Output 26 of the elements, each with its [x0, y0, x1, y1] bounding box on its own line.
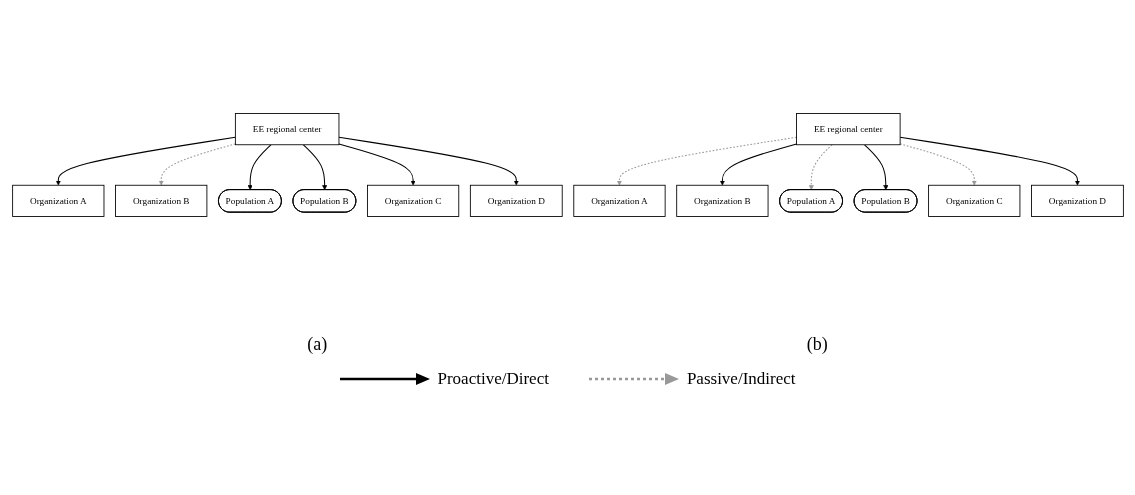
panel-caption: (a) [307, 334, 328, 355]
arrow [863, 144, 888, 191]
node-box: Organization C [366, 184, 459, 217]
node-box: Organization D [1030, 184, 1124, 217]
arrow [302, 144, 327, 191]
arrow [158, 143, 236, 186]
arrow [337, 143, 416, 186]
node-box: Organization D [469, 184, 563, 217]
node-box: EE regional center [795, 113, 901, 146]
arrow [899, 143, 977, 186]
panel-caption: (b) [806, 334, 828, 355]
arrow [808, 144, 833, 191]
arrow [899, 136, 1080, 186]
legend-label: Passive/Indirect [686, 369, 796, 389]
node-box: EE regional center [234, 113, 339, 146]
arrow [616, 136, 797, 186]
arrow [337, 136, 519, 186]
node-box: Organization B [675, 184, 768, 217]
arrow [719, 143, 797, 186]
node-box: Organization C [927, 184, 1020, 217]
legend-label: Proactive/Direct [437, 369, 549, 389]
node-box: Organization A [11, 184, 104, 217]
node-box: Organization A [572, 184, 666, 217]
arrow [55, 136, 236, 186]
node-box: Organization B [114, 184, 207, 217]
arrow [247, 144, 271, 191]
